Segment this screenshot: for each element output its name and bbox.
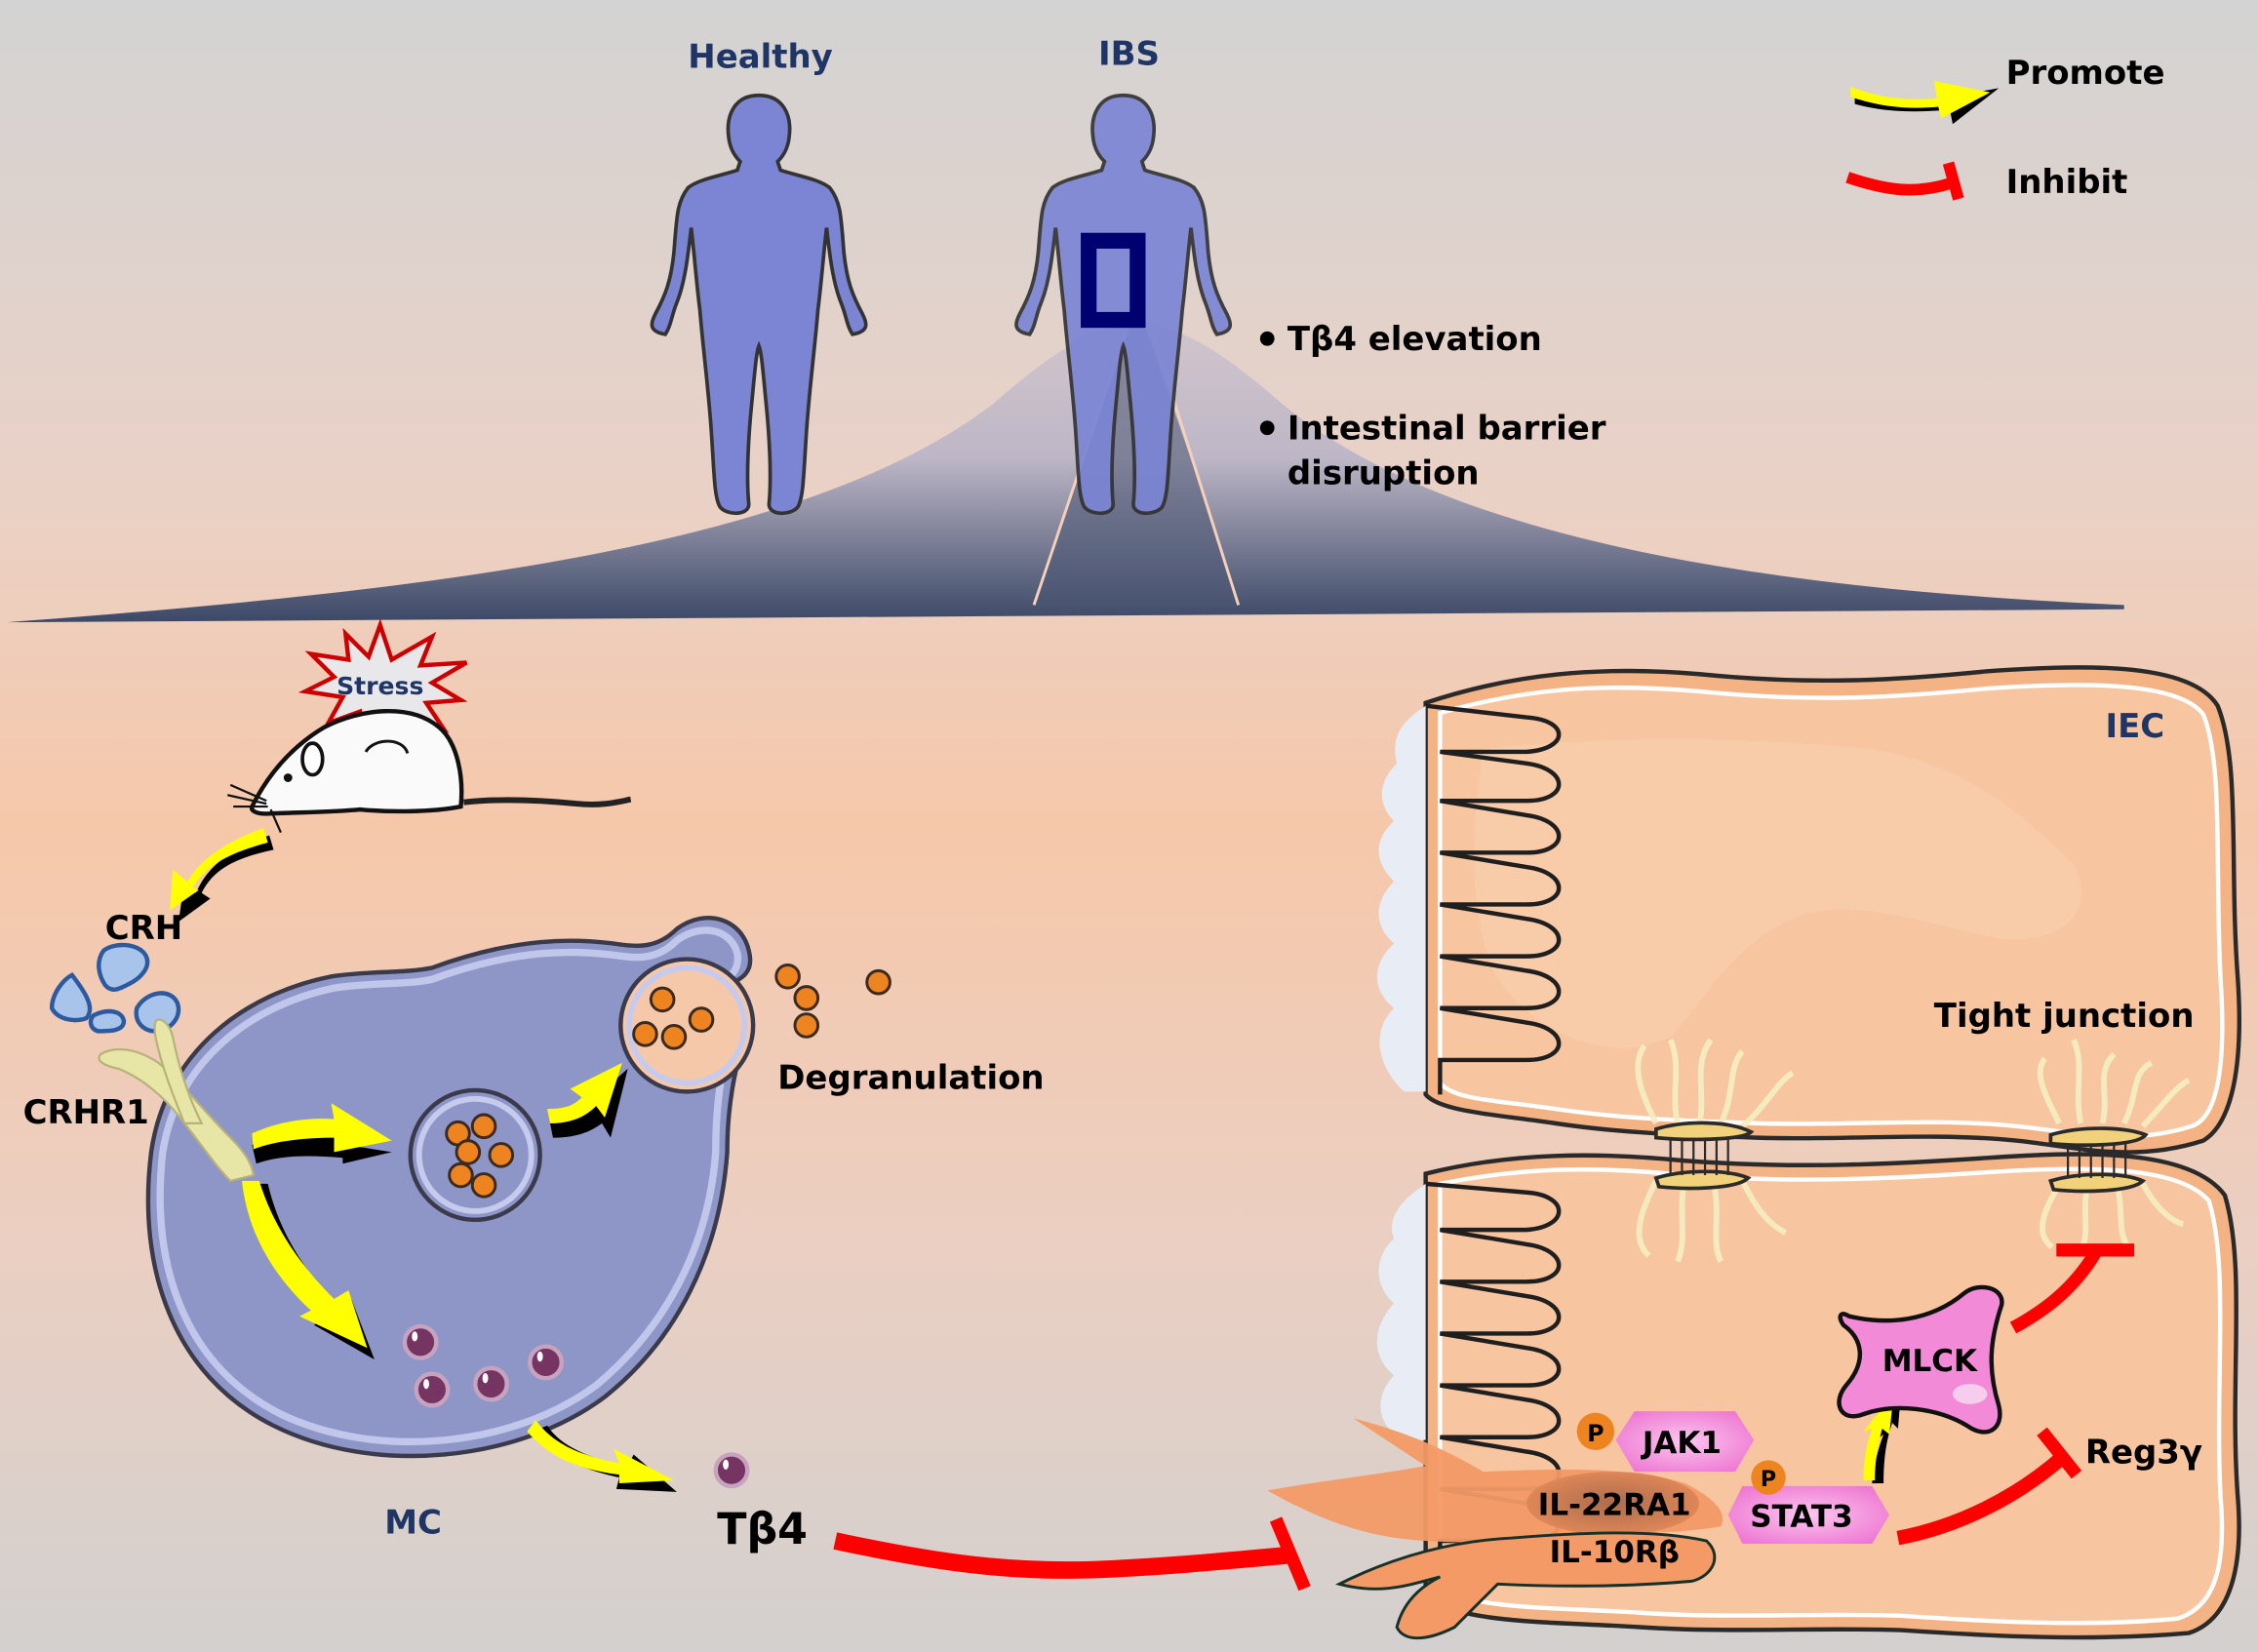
phospho-badge-stat3: [1751, 1460, 1786, 1495]
mast-cell-label: MC: [384, 1504, 442, 1543]
phospho-badge-jak1: [1576, 1412, 1615, 1451]
microvilli-upper: [1425, 703, 1562, 1095]
inhibit-arrow-icon: [1845, 161, 1964, 201]
stat3-factor: P STAT3: [1727, 1460, 1890, 1544]
stress-label: Stress: [337, 672, 423, 700]
legend-inhibit-label: Inhibit: [2006, 163, 2128, 202]
gut-highlight-box: [1081, 232, 1146, 329]
promote-arrow-mouse-to-crh: [170, 828, 274, 923]
crh-peptides-icon: [49, 942, 181, 1034]
phospho-label-jak1: P: [1587, 1420, 1604, 1447]
mucus-layer-lower: [1376, 1183, 1426, 1440]
healthy-label: Healthy: [688, 38, 832, 77]
promote-arrow-receptor-to-tb4: [242, 1180, 375, 1360]
ibs-human-icon: [1014, 93, 1233, 516]
inhibit-arrow-tb4-to-receptors: [833, 1516, 1311, 1592]
inhibit-arrow-mlck-to-tight-junction: [2009, 1243, 2135, 1334]
healthy-human-icon: [650, 93, 868, 516]
legend: Promote Inhibit: [1845, 54, 2165, 202]
finding-barrier-line2: disruption: [1287, 453, 1480, 492]
crh-label: CRH: [105, 909, 182, 948]
promote-arrow-tb4-release: [527, 1420, 677, 1492]
mlck-label: MLCK: [1882, 1344, 1978, 1379]
jak1-label: JAK1: [1641, 1426, 1722, 1461]
tight-junction-label: Tight junction: [1934, 997, 2195, 1036]
il22-il10-receptor-complex: [1267, 1418, 1723, 1640]
iec-label: IEC: [2106, 707, 2165, 746]
finding-tb4-elevation: Tβ4 elevation: [1287, 320, 1542, 359]
receptor-il22ra1-label: IL-22RA1: [1538, 1487, 1691, 1522]
tb4-label: Tβ4: [717, 1505, 808, 1554]
finding-barrier-line1: Intestinal barrier: [1287, 410, 1606, 449]
mlck-kinase: MLCK: [1837, 1284, 2004, 1435]
tight-junction-right: [2037, 1039, 2191, 1252]
promote-arrow-stat3-to-mlck: [1863, 1394, 1901, 1483]
mouse-icon: [227, 709, 632, 834]
inhibit-arrow-stat3-to-reg3g: [1896, 1427, 2082, 1546]
ibs-label: IBS: [1098, 35, 1160, 74]
receptor-il10rb-label: IL-10Rβ: [1550, 1535, 1680, 1570]
jak1-kinase: P JAK1: [1576, 1411, 1755, 1473]
reg3g-label: Reg3γ: [2085, 1433, 2202, 1472]
mucus-layer: [1376, 705, 1426, 1092]
degranulation-label: Degranulation: [777, 1058, 1044, 1097]
legend-promote-label: Promote: [2006, 54, 2165, 93]
promote-arrow-icon: [1850, 80, 2000, 125]
histamine-granules: [445, 963, 891, 1199]
stat3-label: STAT3: [1750, 1499, 1852, 1534]
phospho-label-stat3: P: [1761, 1467, 1776, 1492]
ibs-findings-list: Tβ4 elevation Intestinal barrier disrupt…: [1259, 320, 1606, 492]
tight-junction-left: [1635, 1038, 1795, 1263]
iec-upper-cell: [1376, 665, 2241, 1155]
crhr1-receptor-icon: [98, 1018, 256, 1183]
bullet-icon: [1259, 420, 1275, 436]
promote-arrow-vesicle-to-membrane: [547, 1062, 628, 1138]
bullet-icon: [1259, 331, 1275, 346]
promote-arrow-receptor-to-vesicle: [252, 1103, 392, 1164]
tb4-granules: [402, 1323, 750, 1489]
crhr1-label: CRHR1: [23, 1093, 149, 1132]
